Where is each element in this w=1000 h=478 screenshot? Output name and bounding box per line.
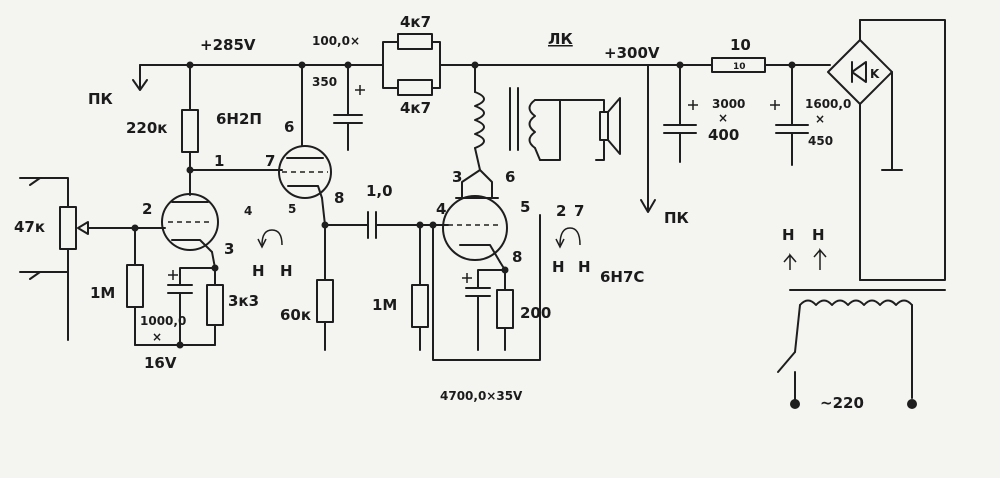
supply-heater-h1: H xyxy=(782,226,795,244)
output-tube xyxy=(442,169,509,274)
b-plus-285-label: +285V xyxy=(200,36,256,54)
input-jacks xyxy=(19,177,69,280)
driver-heater-h1: H xyxy=(252,262,265,280)
follower-resistor-label: 60к xyxy=(280,306,311,324)
output-pin-5: 5 xyxy=(520,198,530,216)
output-pin-2: 2 xyxy=(556,202,566,220)
output-pin-3: 3 xyxy=(452,168,462,186)
driver-pin-1: 1 xyxy=(214,152,224,170)
follower-resistor-60k xyxy=(316,224,334,351)
lk-label: ЛК xyxy=(548,30,573,48)
driver-pin-5: 5 xyxy=(288,202,296,216)
coupling-cap-label: 1,0 xyxy=(366,182,393,200)
dropping-resistors xyxy=(382,33,441,96)
main-cap-1600 xyxy=(770,64,809,166)
series-resistor-10 xyxy=(711,57,766,73)
pk-right-arrow xyxy=(640,64,656,213)
driver-pin-3: 3 xyxy=(224,240,234,258)
mains-transformer xyxy=(777,289,946,409)
top-rail xyxy=(132,61,831,91)
series-resistor-inner: 10 xyxy=(733,62,746,72)
coupling-cap-1-0 xyxy=(324,211,449,239)
driver-cathode-cap-value: 1000,0 xyxy=(140,314,186,328)
driver-cathode-cap-x: × xyxy=(152,330,162,344)
output-grid-resistor-label: 1М xyxy=(372,296,397,314)
main-cap-1-value: 3000 xyxy=(712,97,745,111)
grid-resistor-label: 1М xyxy=(90,284,115,302)
driver-pin-8: 8 xyxy=(334,189,344,207)
output-heater-h1: H xyxy=(552,258,565,276)
main-cap-2-value: 1600,0 xyxy=(805,97,851,111)
driver-heater-arrows xyxy=(257,229,283,249)
output-heater-arrows xyxy=(555,227,581,249)
output-grid-resistor-1m xyxy=(411,224,429,351)
bridge-label: K xyxy=(870,67,880,81)
supply-heater-leads xyxy=(783,247,827,270)
b-plus-300-label: +300V xyxy=(604,44,660,62)
supply-heater-h2: H xyxy=(812,226,825,244)
volume-pot-47k xyxy=(59,206,166,341)
output-cathode-res-label: 200 xyxy=(520,304,551,322)
dropping-res-1-label: 4к7 xyxy=(400,13,431,31)
pk-left-label: ПК xyxy=(88,90,114,108)
driver-cathode-res-label: 3к3 xyxy=(228,292,259,310)
output-pin-7: 7 xyxy=(574,202,584,220)
output-pin-6: 6 xyxy=(505,168,515,186)
volume-pot-label: 47к xyxy=(14,218,45,236)
filter-cap-value: 100,0× xyxy=(312,34,360,48)
driver-heater-h2: H xyxy=(280,262,293,280)
driver-tube-right xyxy=(278,64,332,229)
output-cathode-cap-label: 4700,0×35V xyxy=(440,389,523,403)
main-cap-1-voltage: 400 xyxy=(708,126,739,144)
pk-right-label: ПК xyxy=(664,209,690,227)
driver-pin-7: 7 xyxy=(265,152,275,170)
speaker-icon xyxy=(559,97,621,161)
main-cap-1-x: × xyxy=(718,111,728,125)
driver-pin-2: 2 xyxy=(142,200,152,218)
output-pin-8: 8 xyxy=(512,248,522,266)
output-cathode-parts xyxy=(432,214,541,361)
rectifier-bridge xyxy=(827,19,946,281)
driver-tube-left xyxy=(161,193,219,272)
output-pin-4: 4 xyxy=(436,200,446,218)
main-cap-2-voltage: 450 xyxy=(808,134,833,148)
dropping-res-2-label: 4к7 xyxy=(400,99,431,117)
mains-label: ~220 xyxy=(820,394,864,412)
anode-resistor-label: 220к xyxy=(126,119,168,137)
driver-cathode-cap-voltage: 16V xyxy=(144,354,177,372)
driver-cathode-parts xyxy=(134,267,224,349)
output-tube-label: 6Н7С xyxy=(600,268,644,286)
driver-pin-4: 4 xyxy=(244,204,252,218)
main-cap-3000 xyxy=(663,64,698,163)
series-resistor-label: 10 xyxy=(730,36,751,54)
filter-cap-voltage: 350 xyxy=(312,75,337,89)
filter-cap-100 xyxy=(333,64,365,151)
output-heater-h2: H xyxy=(578,258,591,276)
output-transformer xyxy=(474,64,561,171)
grid-resistor-1m xyxy=(126,227,144,346)
driver-tube-label: 6Н2П xyxy=(216,110,262,128)
driver-pin-6: 6 xyxy=(284,118,294,136)
main-cap-2-x: × xyxy=(815,112,825,126)
anode-resistor-220k xyxy=(181,64,283,196)
